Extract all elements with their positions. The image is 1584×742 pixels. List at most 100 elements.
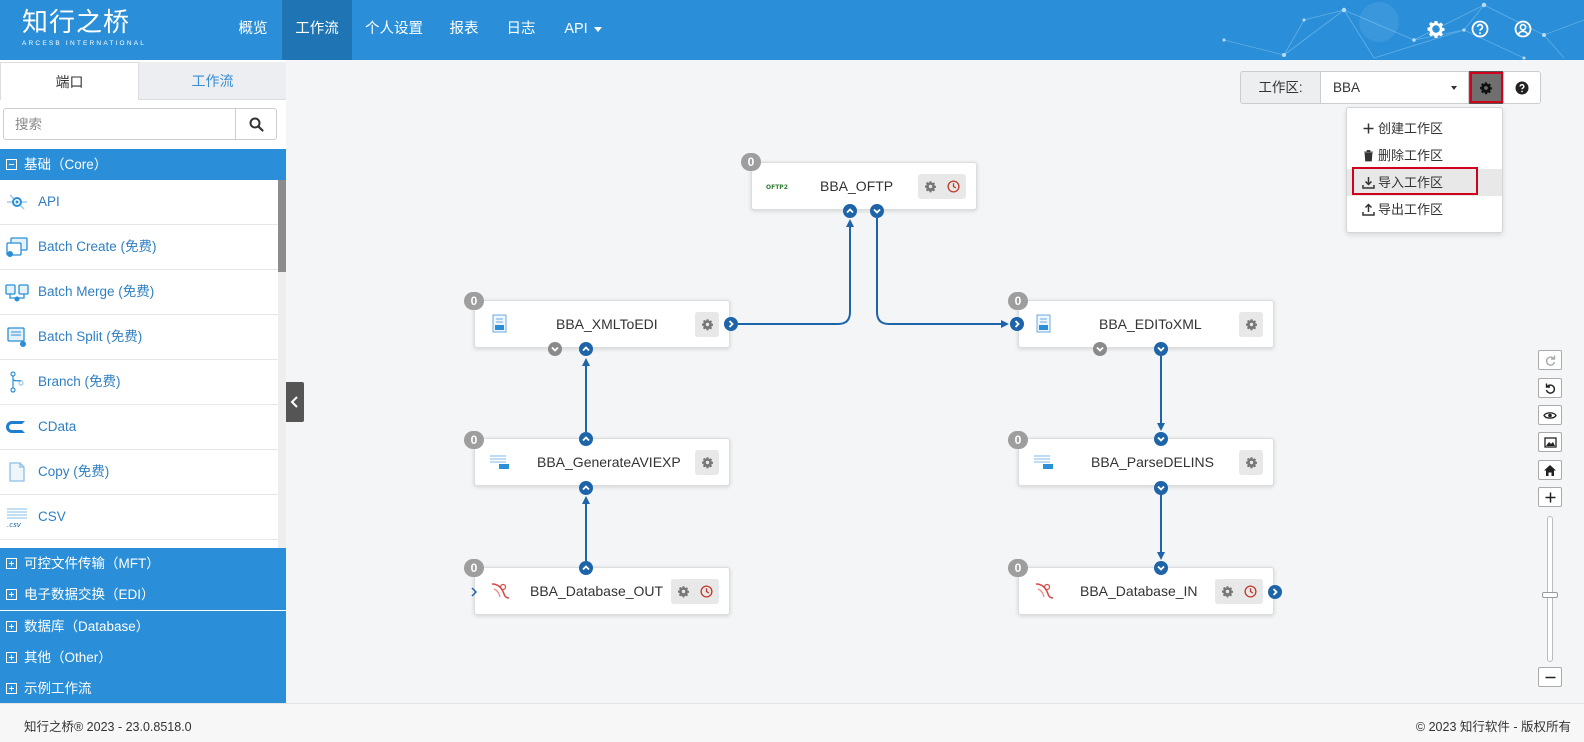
port-item-batch-split[interactable]: Batch Split (免费) [0, 315, 278, 360]
link-xmltoedi-to-oftp [738, 219, 854, 325]
chevron-left-icon [290, 396, 298, 408]
menu-delete-workspace[interactable]: 删除工作区 [1347, 142, 1502, 169]
connector-output[interactable] [724, 317, 738, 331]
port-item-batch-merge[interactable]: Batch Merge (免费) [0, 270, 278, 315]
port-label: Batch Create (免费) [38, 239, 157, 254]
nav-reports[interactable]: 报表 [440, 0, 488, 60]
expand-icon [6, 652, 17, 663]
workspace-help-button[interactable] [1503, 71, 1541, 104]
chevron-down-icon [1157, 565, 1165, 571]
gear-icon[interactable] [1221, 585, 1234, 598]
menu-export-workspace[interactable]: 导出工作区 [1347, 196, 1502, 223]
gear-icon[interactable] [677, 585, 690, 598]
category-core-label: 基础（Core） [24, 157, 108, 172]
nav-overview-label: 概览 [238, 21, 268, 37]
redo-button[interactable] [1538, 350, 1562, 370]
connector-output[interactable] [579, 561, 593, 575]
help-icon[interactable] [1470, 19, 1490, 39]
clock-icon[interactable] [700, 585, 713, 598]
search-input[interactable] [4, 109, 236, 139]
gear-icon [1480, 81, 1492, 94]
flow-node-generateaviexp[interactable]: BBA_GenerateAVIEXP [474, 438, 730, 486]
port-list-scrollbar[interactable] [278, 180, 286, 548]
user-icon[interactable] [1513, 19, 1533, 39]
zoom-slider-track[interactable] [1547, 516, 1553, 662]
port-item-csv[interactable]: .csv CSV [0, 495, 278, 540]
category-mft[interactable]: 可控文件传输（MFT） [0, 548, 286, 579]
category-other[interactable]: 其他（Other） [0, 642, 286, 673]
gear-icon[interactable] [924, 180, 937, 193]
preview-button[interactable] [1538, 405, 1562, 425]
gear-icon[interactable] [1245, 456, 1258, 469]
flow-node-editoxml[interactable]: BBA_EDIToXML [1018, 300, 1274, 348]
node-title: BBA_Database_OUT [530, 583, 664, 599]
connector-output[interactable] [1268, 585, 1282, 599]
connector-input[interactable] [843, 204, 857, 218]
connector-input[interactable] [1154, 432, 1168, 446]
tab-workflows[interactable]: 工作流 [139, 62, 286, 100]
port-item-api[interactable]: API [0, 180, 278, 225]
image-icon [1543, 436, 1557, 448]
nav-workflow[interactable]: 工作流 [282, 0, 352, 60]
zoom-out-button[interactable] [1538, 667, 1562, 687]
connector-error[interactable] [548, 342, 562, 356]
port-item-cdata[interactable]: CData [0, 405, 278, 450]
sidebar-collapse-button[interactable] [286, 382, 304, 422]
zoom-in-button[interactable] [1538, 487, 1562, 507]
menu-create-workspace[interactable]: 创建工作区 [1347, 115, 1502, 142]
port-item-batch-create[interactable]: Batch Create (免费) [0, 225, 278, 270]
category-edi[interactable]: 电子数据交换（EDI） [0, 579, 286, 610]
port-label: Batch Split (免费) [38, 329, 143, 344]
connector-error[interactable] [1093, 342, 1107, 356]
zoom-slider-handle[interactable] [1542, 592, 1558, 598]
gear-icon[interactable] [1426, 19, 1446, 39]
clock-icon[interactable] [947, 180, 960, 193]
workspace-settings-button[interactable] [1469, 71, 1503, 104]
category-database[interactable]: 数据库（Database） [0, 611, 286, 642]
port-label: CSV [38, 509, 66, 524]
port-label: Copy (免费) [38, 464, 110, 479]
port-item-copy[interactable]: Copy (免费) [0, 450, 278, 495]
home-button[interactable] [1538, 460, 1562, 480]
footer: 知行之桥® 2023 - 23.0.8518.0 © 2023 知行软件 - 版… [0, 703, 1584, 742]
gear-icon[interactable] [1245, 318, 1258, 331]
gear-icon[interactable] [701, 318, 714, 331]
gear-icon[interactable] [701, 456, 714, 469]
collapse-icon [6, 159, 17, 170]
brand-logo[interactable]: 知行之桥 ARCESB INTERNATIONAL [22, 8, 146, 47]
flow-node-database-out[interactable]: BBA_Database_OUT [474, 567, 730, 615]
tab-ports[interactable]: 端口 [0, 62, 139, 100]
flow-node-oftp[interactable]: OFTP2 BBA_OFTP [751, 162, 977, 210]
batch-create-icon [6, 237, 28, 257]
nav-api-dropdown[interactable]: API [555, 0, 611, 60]
connector-input[interactable] [579, 481, 593, 495]
workspace-select[interactable]: BBA [1320, 71, 1469, 104]
nav-logs[interactable]: 日志 [497, 0, 545, 60]
category-core[interactable]: 基础（Core） [0, 149, 286, 180]
connector-output[interactable] [870, 204, 884, 218]
connector-output[interactable] [579, 432, 593, 446]
branch-icon [10, 371, 24, 393]
nav-overview[interactable]: 概览 [228, 0, 278, 60]
flow-node-xmltoedi[interactable]: BBA_XMLToEDI [474, 300, 730, 348]
node-count-badge: 0 [1008, 292, 1028, 310]
chevron-right-icon[interactable] [469, 585, 479, 599]
connector-input[interactable] [1010, 317, 1024, 331]
plus-icon [1363, 123, 1374, 134]
scrollbar-thumb[interactable] [278, 180, 286, 272]
port-item-branch[interactable]: Branch (免费) [0, 360, 278, 405]
menu-item-label: 导入工作区 [1378, 175, 1444, 190]
export-image-button[interactable] [1538, 432, 1562, 452]
connector-input[interactable] [1154, 561, 1168, 575]
category-sample-workflows[interactable]: 示例工作流 [0, 673, 286, 704]
clock-icon[interactable] [1244, 585, 1257, 598]
search-button[interactable] [235, 109, 276, 139]
flow-node-database-in[interactable]: BBA_Database_IN [1018, 567, 1274, 615]
nav-personal-settings[interactable]: 个人设置 [358, 0, 430, 60]
connector-output[interactable] [1154, 342, 1168, 356]
node-title: BBA_OFTP [820, 178, 894, 194]
flow-node-parsedelins[interactable]: BBA_ParseDELINS [1018, 438, 1274, 486]
connector-output[interactable] [1154, 481, 1168, 495]
connector-input[interactable] [579, 342, 593, 356]
undo-button[interactable] [1538, 378, 1562, 398]
